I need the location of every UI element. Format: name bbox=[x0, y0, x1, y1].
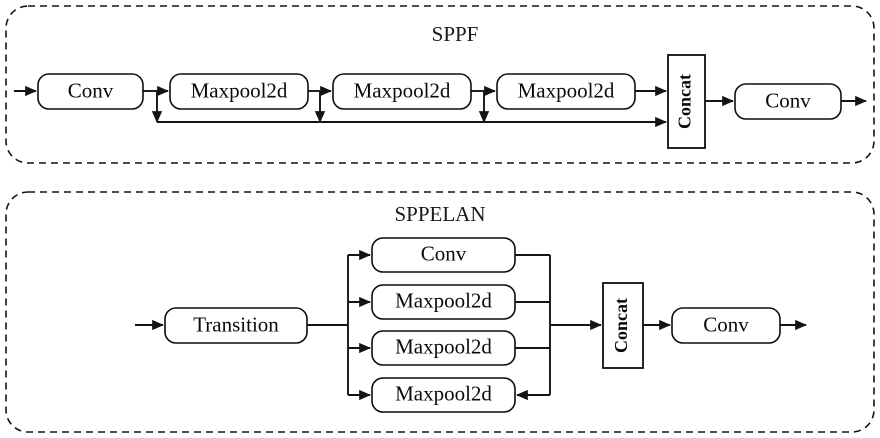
block-sppelan-maxpool-3[interactable]: Maxpool2d bbox=[371, 377, 516, 413]
block-sppf-conv-out-label: Conv bbox=[765, 88, 811, 112]
block-sppelan-transition-shape[interactable] bbox=[164, 307, 308, 344]
block-sppelan-conv[interactable]: Conv bbox=[371, 237, 516, 273]
panel-sppelan: SPPELAN bbox=[5, 191, 875, 433]
block-sppelan-maxpool-1[interactable]: Maxpool2d bbox=[371, 284, 516, 320]
block-sppf-maxpool-3-label: Maxpool2d bbox=[518, 78, 615, 102]
block-sppelan-conv-out-shape[interactable] bbox=[671, 307, 781, 344]
block-sppf-maxpool-1-shape[interactable] bbox=[169, 73, 309, 110]
block-sppf-conv-in-shape[interactable] bbox=[37, 73, 144, 110]
block-sppf-maxpool-1[interactable]: Maxpool2d bbox=[169, 73, 309, 110]
block-sppf-conv-in-label: Conv bbox=[68, 78, 114, 102]
block-sppelan-concat-shape[interactable] bbox=[602, 282, 644, 369]
block-sppf-maxpool-2-label: Maxpool2d bbox=[354, 78, 451, 102]
block-sppelan-maxpool-3-shape[interactable] bbox=[371, 377, 516, 413]
block-sppf-conv-out-shape[interactable] bbox=[734, 83, 842, 120]
block-sppf-maxpool-1-label: Maxpool2d bbox=[191, 78, 288, 102]
panel-sppf-wires bbox=[14, 85, 867, 128]
block-sppelan-maxpool-2[interactable]: Maxpool2d bbox=[371, 330, 516, 366]
block-sppf-conv-in[interactable]: Conv bbox=[37, 73, 144, 110]
block-sppf-conv-out[interactable]: Conv bbox=[734, 83, 842, 120]
panel-sppf-title: SPPF bbox=[432, 22, 479, 46]
block-sppelan-maxpool-1-shape[interactable] bbox=[371, 284, 516, 320]
block-sppelan-conv-shape[interactable] bbox=[371, 237, 516, 273]
block-sppelan-concat-label: Concat bbox=[611, 298, 631, 353]
block-sppelan-concat[interactable]: Concat bbox=[602, 282, 644, 369]
block-sppf-concat[interactable]: Concat bbox=[667, 54, 706, 149]
panel-sppelan-border bbox=[5, 191, 875, 433]
block-sppelan-conv-out-label: Conv bbox=[703, 312, 749, 336]
block-sppelan-transition-label: Transition bbox=[193, 312, 279, 336]
panel-sppf-border bbox=[5, 5, 875, 164]
block-sppf-maxpool-2[interactable]: Maxpool2d bbox=[332, 73, 472, 110]
block-sppf-concat-label: Concat bbox=[675, 74, 695, 129]
block-sppelan-maxpool-1-label: Maxpool2d bbox=[395, 288, 492, 312]
block-sppelan-conv-out[interactable]: Conv bbox=[671, 307, 781, 344]
block-sppelan-maxpool-3-label: Maxpool2d bbox=[395, 381, 492, 405]
panel-sppf: SPPF bbox=[5, 5, 875, 164]
block-sppelan-maxpool-2-label: Maxpool2d bbox=[395, 334, 492, 358]
panel-sppelan-wires bbox=[135, 249, 807, 401]
block-sppf-maxpool-3-shape[interactable] bbox=[496, 73, 636, 110]
block-sppf-concat-shape[interactable] bbox=[667, 54, 706, 149]
block-sppf-maxpool-2-shape[interactable] bbox=[332, 73, 472, 110]
block-sppf-maxpool-3[interactable]: Maxpool2d bbox=[496, 73, 636, 110]
block-sppelan-conv-label: Conv bbox=[421, 241, 467, 265]
panel-sppelan-title: SPPELAN bbox=[394, 202, 485, 226]
block-sppelan-transition[interactable]: Transition bbox=[164, 307, 308, 344]
block-sppelan-maxpool-2-shape[interactable] bbox=[371, 330, 516, 366]
